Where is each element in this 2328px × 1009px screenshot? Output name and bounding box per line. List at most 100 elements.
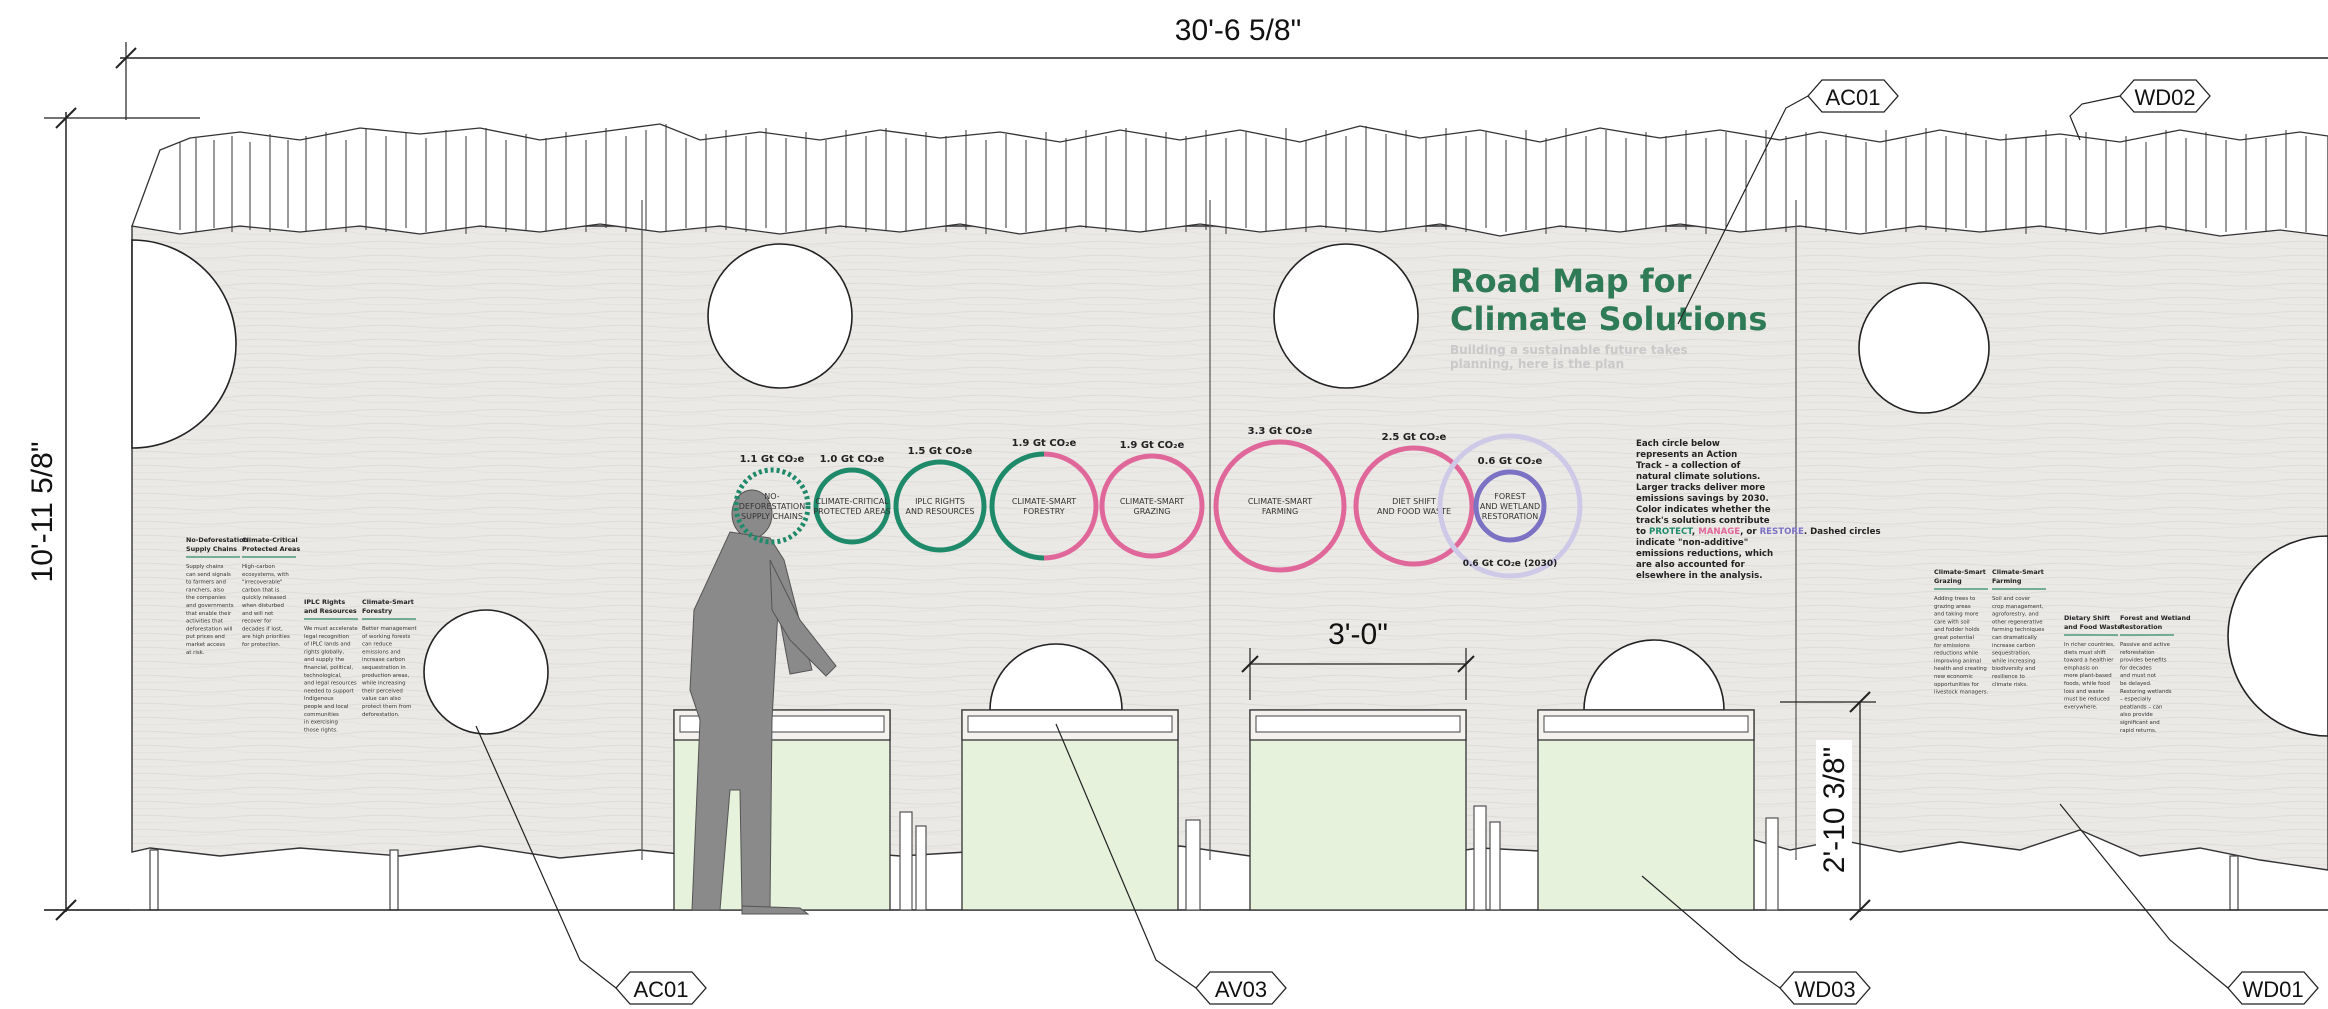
tag-wd01-bottom-label: WD01: [2242, 977, 2303, 1002]
info-panel-right-3-body-1: In richer countries,: [2064, 642, 2115, 648]
info-panel-left-1-body-7: that enable their: [186, 611, 232, 617]
info-panel-left-1-body-9: deforestation will: [186, 626, 233, 632]
description-line-5: Larger tracks deliver more: [1636, 483, 1765, 493]
info-panel-left-2-body-1: High-carbon: [242, 564, 275, 570]
info-panel-left-2-body-8: recover for: [242, 619, 272, 625]
action-track-3-value: 1.5 Gt CO₂e: [908, 446, 973, 457]
table-width-dimension: 3'-0": [1241, 618, 1475, 700]
info-panel-left-4-title-2: Forestry: [362, 607, 393, 615]
tag-wd02-top-label: WD02: [2134, 85, 2195, 110]
description-line-4: natural climate solutions.: [1636, 472, 1760, 482]
info-panel-right-4-title-1: Forest and Wetland: [2120, 614, 2191, 622]
info-panel-left-2-body-7: and will not: [242, 611, 273, 617]
action-track-4-ring-manage: [1043, 451, 1099, 561]
info-panel-left-4-title-1: Climate-Smart: [362, 598, 414, 606]
info-panel-right-1-body-10: health and creating: [1934, 666, 1987, 672]
action-track-1-value: 1.1 Gt CO₂e: [740, 454, 805, 465]
info-panel-right-1-body-7: for emissions: [1934, 643, 1970, 649]
info-panel-left-4-body-6: sequestration in: [362, 665, 406, 671]
table-width-label: 3'-0": [1328, 618, 1388, 651]
info-panel-right-1-body-13: livestock managers.: [1934, 690, 1989, 696]
headline-block: Road Map for Climate Solutions Building …: [1450, 262, 1767, 371]
table-3: [1249, 709, 1467, 911]
action-track-8-label-1: FOREST: [1494, 492, 1526, 501]
info-panel-right-4-body-3: provides benefits: [2120, 658, 2167, 664]
info-panel-left-4-body-12: deforestation.: [362, 712, 400, 718]
tag-wd01-bottom: WD01: [2227, 971, 2319, 1005]
info-panel-left-3-body-3: of IPLC lands and: [304, 642, 351, 648]
description-after-line-2: emissions reductions, which: [1636, 549, 1773, 559]
info-panel-left-3-body-12: communities: [304, 712, 339, 718]
action-track-6-value: 3.3 Gt CO₂e: [1248, 426, 1313, 437]
action-track-6-label-1: CLIMATE-SMART: [1248, 497, 1312, 506]
info-panel-left-1-body-2: can send signals: [186, 572, 231, 578]
action-track-1-label-1: NO-: [764, 492, 780, 501]
overall-height-label: 10'-11 5/8": [26, 442, 59, 583]
info-panel-left-2-body-11: for protection.: [242, 642, 281, 648]
info-panel-right-3-body-6: foods, while food: [2064, 681, 2110, 687]
info-panel-left-2-body-3: "irrecoverable": [242, 580, 283, 586]
info-panel-right-4-body-8: – especially: [2120, 697, 2152, 703]
info-panel-left-2-title-1: Climate-Critical: [242, 536, 298, 544]
info-panel-left-4-body-1: Better management: [362, 626, 417, 632]
info-panel-left-3-body-2: legal recognition: [304, 634, 349, 640]
action-track-2-ring: [813, 467, 891, 545]
info-panel-left-1-body-10: put prices and: [186, 634, 225, 640]
action-track-8-value: 0.6 Gt CO₂e: [1478, 456, 1543, 467]
info-panel-right-2-body-9: while increasing: [1992, 658, 2036, 664]
action-track-5-ring: [1099, 453, 1205, 559]
info-panel-left-3-body-13: in exercising: [304, 720, 338, 726]
info-panel-right-2-body-10: biodiversity and: [1992, 666, 2035, 672]
info-panel-right-2-body-7: increase carbon: [1992, 643, 2035, 649]
info-panel-left-2-body-6: when disturbed: [242, 603, 284, 609]
info-panel-left-4-body-5: increase carbon: [362, 657, 405, 663]
action-track-4-label-2: FORESTRY: [1023, 507, 1065, 516]
info-panel-right-4-body-10: also provide: [2120, 712, 2154, 718]
description-line-2: represents an Action: [1636, 450, 1737, 460]
info-panel-right-2-body-2: crop management,: [1992, 604, 2044, 610]
headline-title-line2: Climate Solutions: [1450, 300, 1767, 338]
display-tables: [673, 639, 1779, 911]
action-track-7-ring: [1353, 445, 1475, 567]
action-track-4-value: 1.9 Gt CO₂e: [1012, 438, 1077, 449]
action-track-3-label-2: AND RESOURCES: [906, 507, 975, 516]
tag-ac01-bottom-label: AC01: [633, 977, 688, 1002]
description-line-3: Track – a collection of: [1636, 461, 1741, 471]
info-panel-left-3-body-11: people and local: [304, 704, 348, 710]
info-panel-right-4-body-11: significant and: [2120, 720, 2160, 726]
info-panel-right-4-body-5: and must not: [2120, 673, 2156, 679]
info-panel-right-3-title-1: Dietary Shift: [2064, 614, 2110, 622]
tag-wd02-top: WD02: [2119, 79, 2211, 113]
tag-av03-bottom-label: AV03: [1215, 977, 1267, 1002]
action-track-1-label-2: DEFORESTATION: [739, 502, 805, 511]
description-after-line-3: are also accounted for: [1636, 560, 1745, 570]
info-panel-left-4-body-7: production areas,: [362, 673, 409, 679]
headline-title-line1: Road Map for: [1450, 262, 1692, 300]
info-panel-right-3-body-9: everywhere.: [2064, 704, 2098, 710]
table-2: [961, 643, 1179, 911]
info-panel-right-2-body-5: farming techniques: [1992, 627, 2045, 633]
info-panel-left-2-body-10: are high priorities: [242, 634, 290, 640]
info-panel-right-1-body-12: opportunities for: [1934, 682, 1980, 688]
info-panel-right-1-body-8: reductions while: [1934, 651, 1979, 657]
info-panel-left-4-body-10: value can also: [362, 696, 401, 702]
info-panel-right-1-body-5: and fodder holds: [1934, 627, 1980, 633]
description-word-protect: PROTECT: [1649, 527, 1693, 537]
info-panel-right-2-body-12: climate risks.: [1992, 682, 2028, 688]
description-line-1: Each circle below: [1636, 439, 1720, 449]
action-track-1-ring: [733, 467, 811, 545]
info-panel-left-4-body-2: of working forests: [362, 634, 411, 640]
action-track-2-label-1: CLIMATE-CRITICAL: [815, 497, 889, 506]
info-panel-right-2-body-8: sequestration,: [1992, 651, 2031, 657]
info-panel-right-2-body-6: can dramatically: [1992, 635, 2038, 641]
info-panel-right-4-body-2: reforestation: [2120, 650, 2155, 656]
action-track-8-outer-ring: [1437, 433, 1583, 579]
action-track-4-ring-protect: [989, 451, 1045, 561]
overall-width-label: 30'-6 5/8": [1175, 14, 1301, 47]
info-panel-left-1-title-2: Supply Chains: [186, 545, 237, 553]
